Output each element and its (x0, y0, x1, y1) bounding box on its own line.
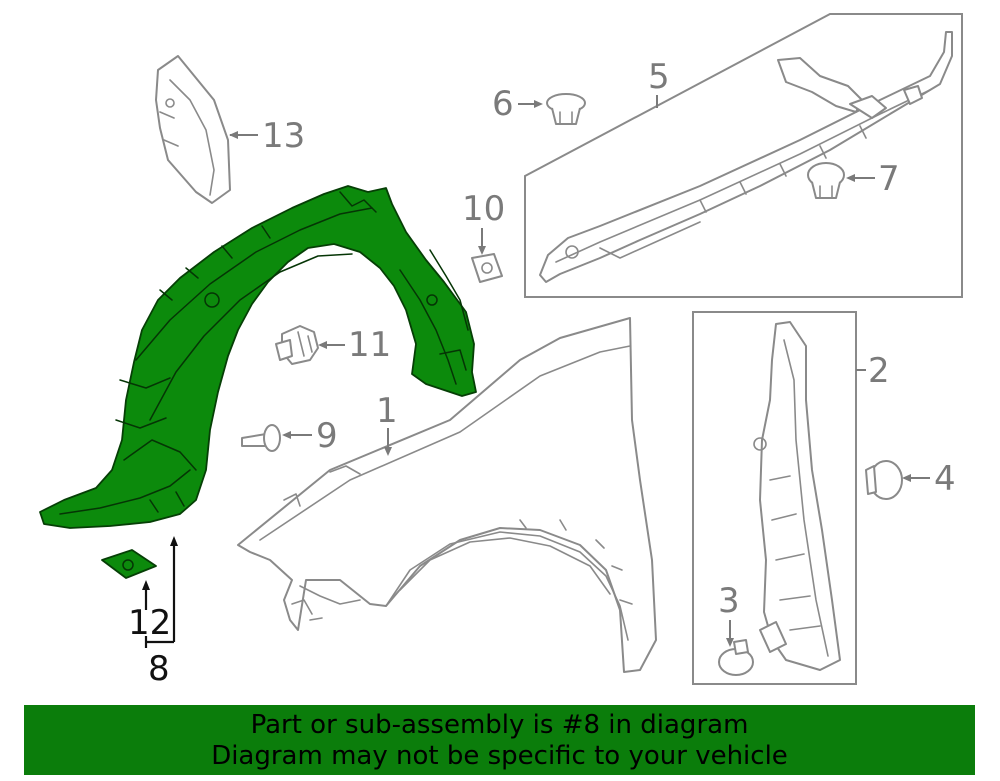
part-7-clip (807, 162, 845, 199)
callout-11: 11 (348, 325, 391, 365)
info-banner: Part or sub-assembly is #8 in diagram Di… (24, 705, 975, 775)
callout-13: 13 (262, 116, 305, 156)
part-3-clip (718, 639, 754, 676)
callout-1: 1 (376, 391, 398, 431)
part-2-box (692, 311, 857, 685)
part-5-seal (539, 31, 953, 283)
part-6-clip (546, 93, 586, 125)
part-2-bracket (753, 321, 841, 671)
callout-6: 6 (492, 84, 514, 124)
callout-3: 3 (718, 581, 740, 621)
callout-5: 5 (648, 57, 670, 97)
part-13-bracket (155, 55, 231, 204)
part-5-box (524, 13, 963, 298)
part-8-fender-liner (39, 185, 477, 529)
banner-line-2: Diagram may not be specific to your vehi… (211, 741, 788, 771)
part-4-clip (865, 460, 903, 500)
callout-2: 2 (868, 351, 890, 391)
part-1-fender (237, 317, 657, 673)
callout-4: 4 (934, 459, 956, 499)
part-11-clip (275, 325, 319, 365)
callout-9: 9 (316, 416, 338, 456)
banner-line-1: Part or sub-assembly is #8 in diagram (250, 710, 749, 740)
part-12-nut (101, 549, 157, 579)
callout-12: 12 (128, 603, 171, 643)
part-9-screw (241, 424, 281, 452)
callout-7: 7 (878, 159, 900, 199)
callout-8: 8 (148, 649, 170, 689)
callout-10: 10 (462, 189, 505, 229)
part-10-nut (471, 253, 503, 283)
